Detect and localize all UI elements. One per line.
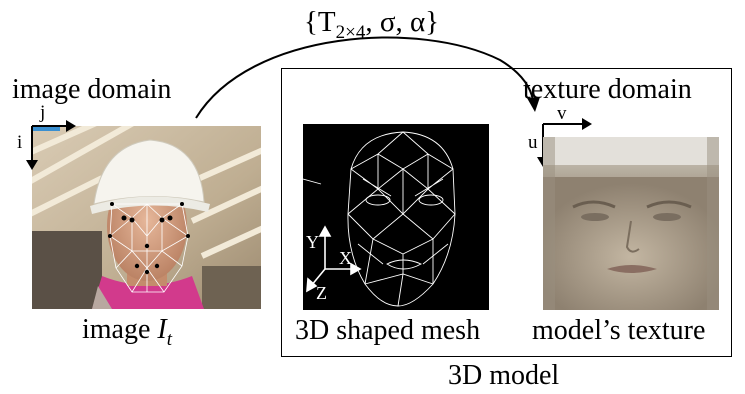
texture-image [543,137,719,310]
image-caption-sub: t [166,329,173,350]
texture-axis-u: u [528,132,538,153]
3d-model-box [281,68,732,357]
image-caption: image It [82,314,173,350]
texture-caption: model’s texture [532,315,706,346]
image-caption-prefix: image [82,314,158,345]
mesh-axis-y: Y [306,232,319,252]
image-axis-j: j [40,102,46,123]
image-domain-label: image domain [12,74,172,105]
3d-model-caption: 3D model [448,360,560,391]
texture-domain-label: texture domain [523,74,692,105]
params-subscript: 2×4 [335,22,366,43]
params-open: {T [304,6,336,38]
image-caption-var: I [157,314,167,345]
shaped-mesh-panel [303,124,489,310]
image-axis-i: i [17,132,23,153]
shaped-mesh-caption: 3D shaped mesh [295,315,481,346]
params-rest: , σ, α} [365,6,440,38]
texture-axis-v: v [557,103,567,124]
parameters-label: {T2×4, σ, α} [304,6,440,43]
mesh-axis-z: Z [316,283,327,303]
mesh-axis-x: X [339,248,352,268]
face-image-photo [32,126,261,309]
